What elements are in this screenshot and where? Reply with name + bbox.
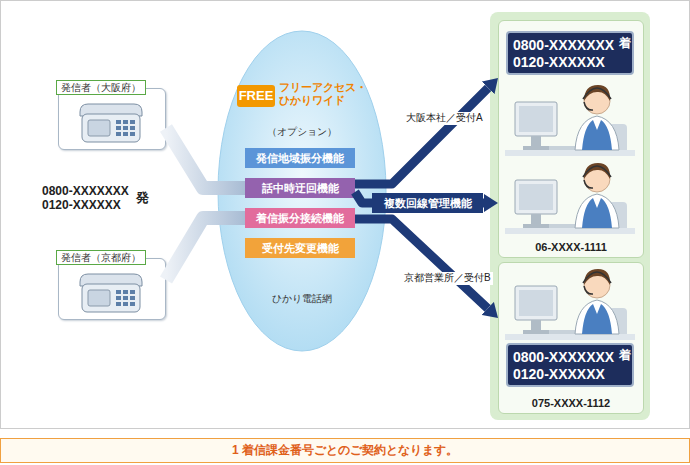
routing-arrow (355, 192, 372, 203)
function-name: 発信地域振分機能 (245, 148, 355, 168)
office-box: 075-XXXX-1112 0800-XXXXXXX 0120-XXXXXX着 (498, 262, 644, 414)
origin-mark: 発 (136, 190, 149, 206)
outer-frame (1, 1, 690, 429)
routing-arrow (355, 219, 488, 308)
service-name: フリーアクセス・ひかりワイド (279, 81, 373, 107)
caller-label: 発信者（京都府） (56, 250, 146, 265)
function-box: 話中時迂回機能 (245, 178, 355, 198)
phone-number: 075-XXXX-1112 (499, 397, 643, 411)
routing-arrow (355, 88, 488, 184)
network-name: ひかり電話網 (217, 293, 387, 306)
network-ellipse: FREEフリーアクセス・ひかりワイド （オプション） ひかり電話網 発信地域振分機能話… (217, 30, 387, 352)
caption-note: 1 着信課金番号ごとのご契約となります。 (0, 438, 690, 463)
function-name: 着信振分接続機能 (245, 208, 355, 228)
option-note: （オプション） (217, 126, 387, 139)
edge-label: 大阪本社／受付A (404, 112, 485, 125)
function-box: 発信地域振分機能 (245, 148, 355, 168)
function-name: 話中時迂回機能 (245, 178, 355, 198)
phone-number: 06-XXXX-1111 (499, 241, 643, 255)
incoming-mark: 着 (619, 36, 631, 51)
incoming-line (166, 218, 245, 280)
logo-mark: FREE (237, 85, 275, 107)
incoming-mark: 着 (619, 348, 631, 363)
origin-number: 0800-XXXXXXX 0120-XXXXXX (42, 184, 134, 212)
function-box: 着信振分接続機能 (245, 208, 355, 228)
dialed-number: 0800-XXXXXXX 0120-XXXXXX (513, 37, 621, 71)
edge-label: 京都営業所／受付B (402, 272, 493, 285)
routing-arrow (483, 199, 484, 208)
display-box: 0800-XXXXXXX 0120-XXXXXX着 (506, 31, 634, 75)
incoming-line (166, 128, 245, 188)
caller-box: 発信者（京都府） (58, 258, 166, 320)
function-name: 複数回線管理機能 (372, 193, 483, 213)
ellipse-shape (218, 31, 386, 351)
caller-label: 発信者（大阪府） (56, 80, 146, 95)
caller-box: 発信者（大阪府） (58, 88, 166, 150)
receiver-panel (490, 12, 650, 420)
function-box: 複数回線管理機能 (372, 193, 483, 213)
dialed-number: 0800-XXXXXXX 0120-XXXXXX (513, 349, 621, 383)
office-box: 06-XXXX-1111 0800-XXXXXXX 0120-XXXXXX着 (498, 20, 644, 258)
function-name: 受付先変更機能 (245, 238, 355, 258)
display-box: 0800-XXXXXXX 0120-XXXXXX着 (506, 343, 634, 387)
function-box: 受付先変更機能 (245, 238, 355, 258)
